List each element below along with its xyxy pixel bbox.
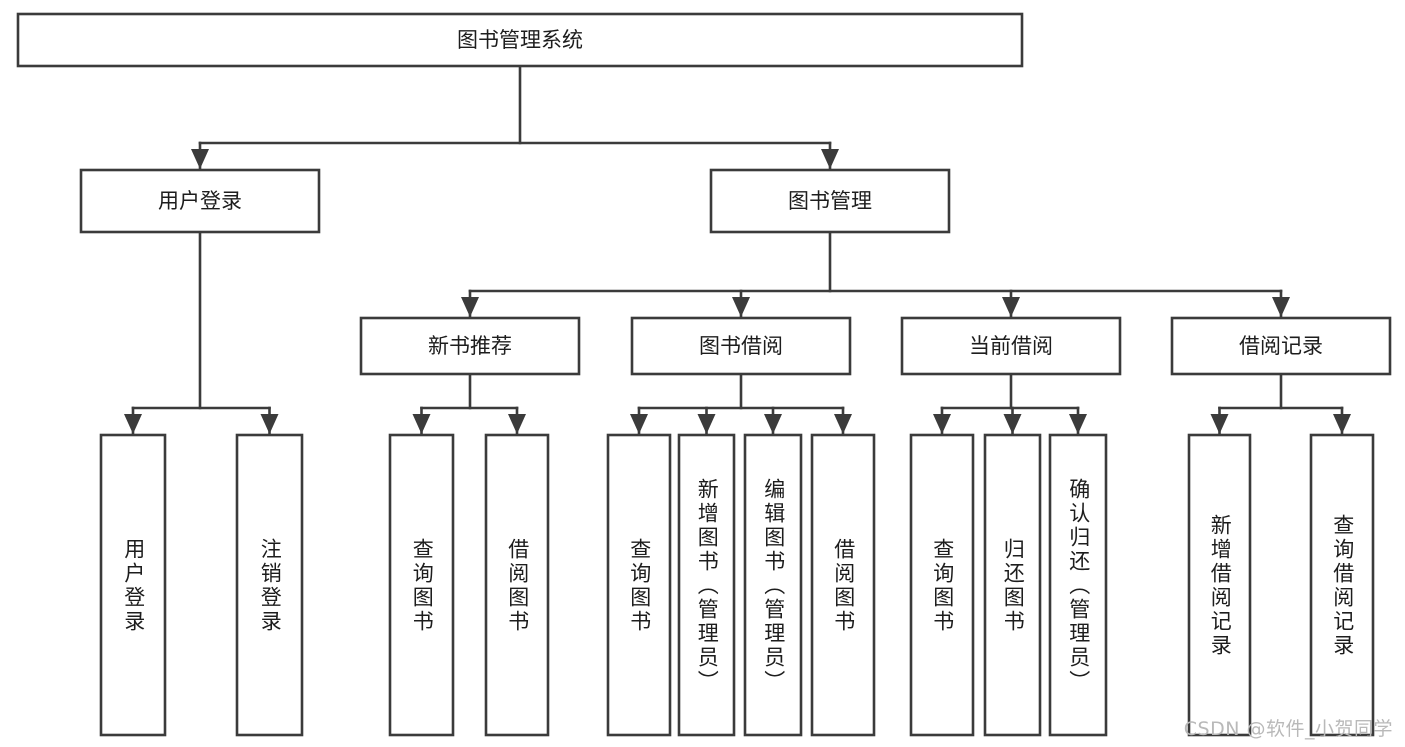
node-box-leaf-borrow-book[interactable] [810,433,876,737]
arrow-head-leaf-query-borrow-record [1333,414,1351,434]
arrow-head-leaf-borrow-book-rec [508,414,526,434]
arrow-head-leaf-query-book-borrow [630,414,648,434]
arrow-head-leaf-add-book-admin [697,414,716,434]
arrow-head-leaf-return-book [1003,414,1022,434]
node-box-leaf-query-borrow-record[interactable] [1309,433,1375,737]
node-box-leaf-user-logout[interactable] [235,433,304,737]
node-label-user-login: 用户登录 [158,189,242,213]
node-label-borrow-record: 借阅记录 [1239,334,1323,358]
node-box-leaf-edit-book-admin[interactable] [743,433,803,737]
arrow-head-leaf-query-book-current [933,414,951,434]
arrow-head-borrow-record [1272,297,1290,317]
node-box-leaf-add-book-admin[interactable] [677,433,736,737]
node-label-current-borrow: 当前借阅 [969,334,1053,358]
node-box-book-borrow[interactable] [630,316,852,376]
arrow-head-user-login [191,149,209,169]
watermark-text: CSDN @软件_小贺同学 [1183,718,1393,740]
arrow-head-leaf-confirm-return-admin [1069,414,1087,434]
node-box-leaf-user-login[interactable] [99,433,167,737]
node-box-leaf-confirm-return-admin[interactable] [1048,433,1108,737]
arrow-head-leaf-edit-book-admin [764,414,782,434]
node-label-root: 图书管理系统 [457,28,583,52]
node-label-book-borrow: 图书借阅 [699,334,783,358]
arrow-head-book-management [821,149,839,169]
node-box-leaf-return-book[interactable] [983,433,1042,737]
node-box-root[interactable] [16,12,1024,68]
arrow-head-book-borrow [732,297,750,317]
connector-layer [124,64,1351,436]
node-label-book-management: 图书管理 [788,189,872,213]
arrow-head-leaf-user-login [124,414,142,434]
node-box-current-borrow[interactable] [900,316,1122,376]
node-box-user-login[interactable] [79,168,321,234]
node-box-leaf-query-book-current[interactable] [909,433,975,737]
arrow-head-leaf-add-borrow-record [1210,414,1229,434]
node-box-borrow-record[interactable] [1170,316,1392,376]
arrow-head-leaf-query-book-rec [412,414,431,434]
node-box-leaf-query-book-borrow[interactable] [606,433,672,737]
node-box-book-management[interactable] [709,168,951,234]
node-box-leaf-add-borrow-record[interactable] [1187,433,1252,737]
arrow-head-current-borrow [1002,297,1020,317]
node-box-leaf-query-book-rec[interactable] [388,433,455,737]
node-box-layer [16,12,1392,737]
node-box-new-book-recommend[interactable] [359,316,581,376]
arrow-head-leaf-borrow-book [834,414,852,434]
arrow-head-new-book-recommend [461,297,479,317]
node-label-new-book-recommend: 新书推荐 [428,334,512,358]
node-box-leaf-borrow-book-rec[interactable] [484,433,550,737]
arrow-head-leaf-user-logout [260,414,279,434]
